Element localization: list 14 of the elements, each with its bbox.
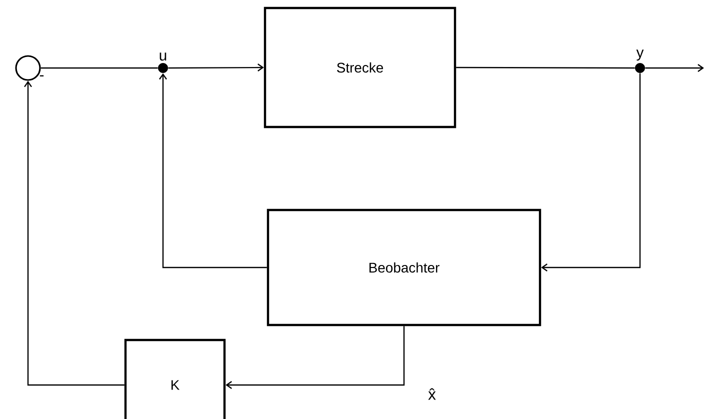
block-box: Strecke [264,6,456,128]
arrow [541,73,641,272]
arrow [159,73,267,268]
summing-junction [15,55,41,81]
node-label: u [160,52,166,61]
arrow [24,80,124,386]
block-box: K [124,338,226,419]
block-box: Beobachter [266,208,542,326]
arrow [645,64,704,72]
edge-label: x̂ [427,387,437,401]
arrow [226,326,405,389]
node-label: y [636,50,644,61]
arrow [168,64,264,72]
sign-label: - [40,75,44,76]
